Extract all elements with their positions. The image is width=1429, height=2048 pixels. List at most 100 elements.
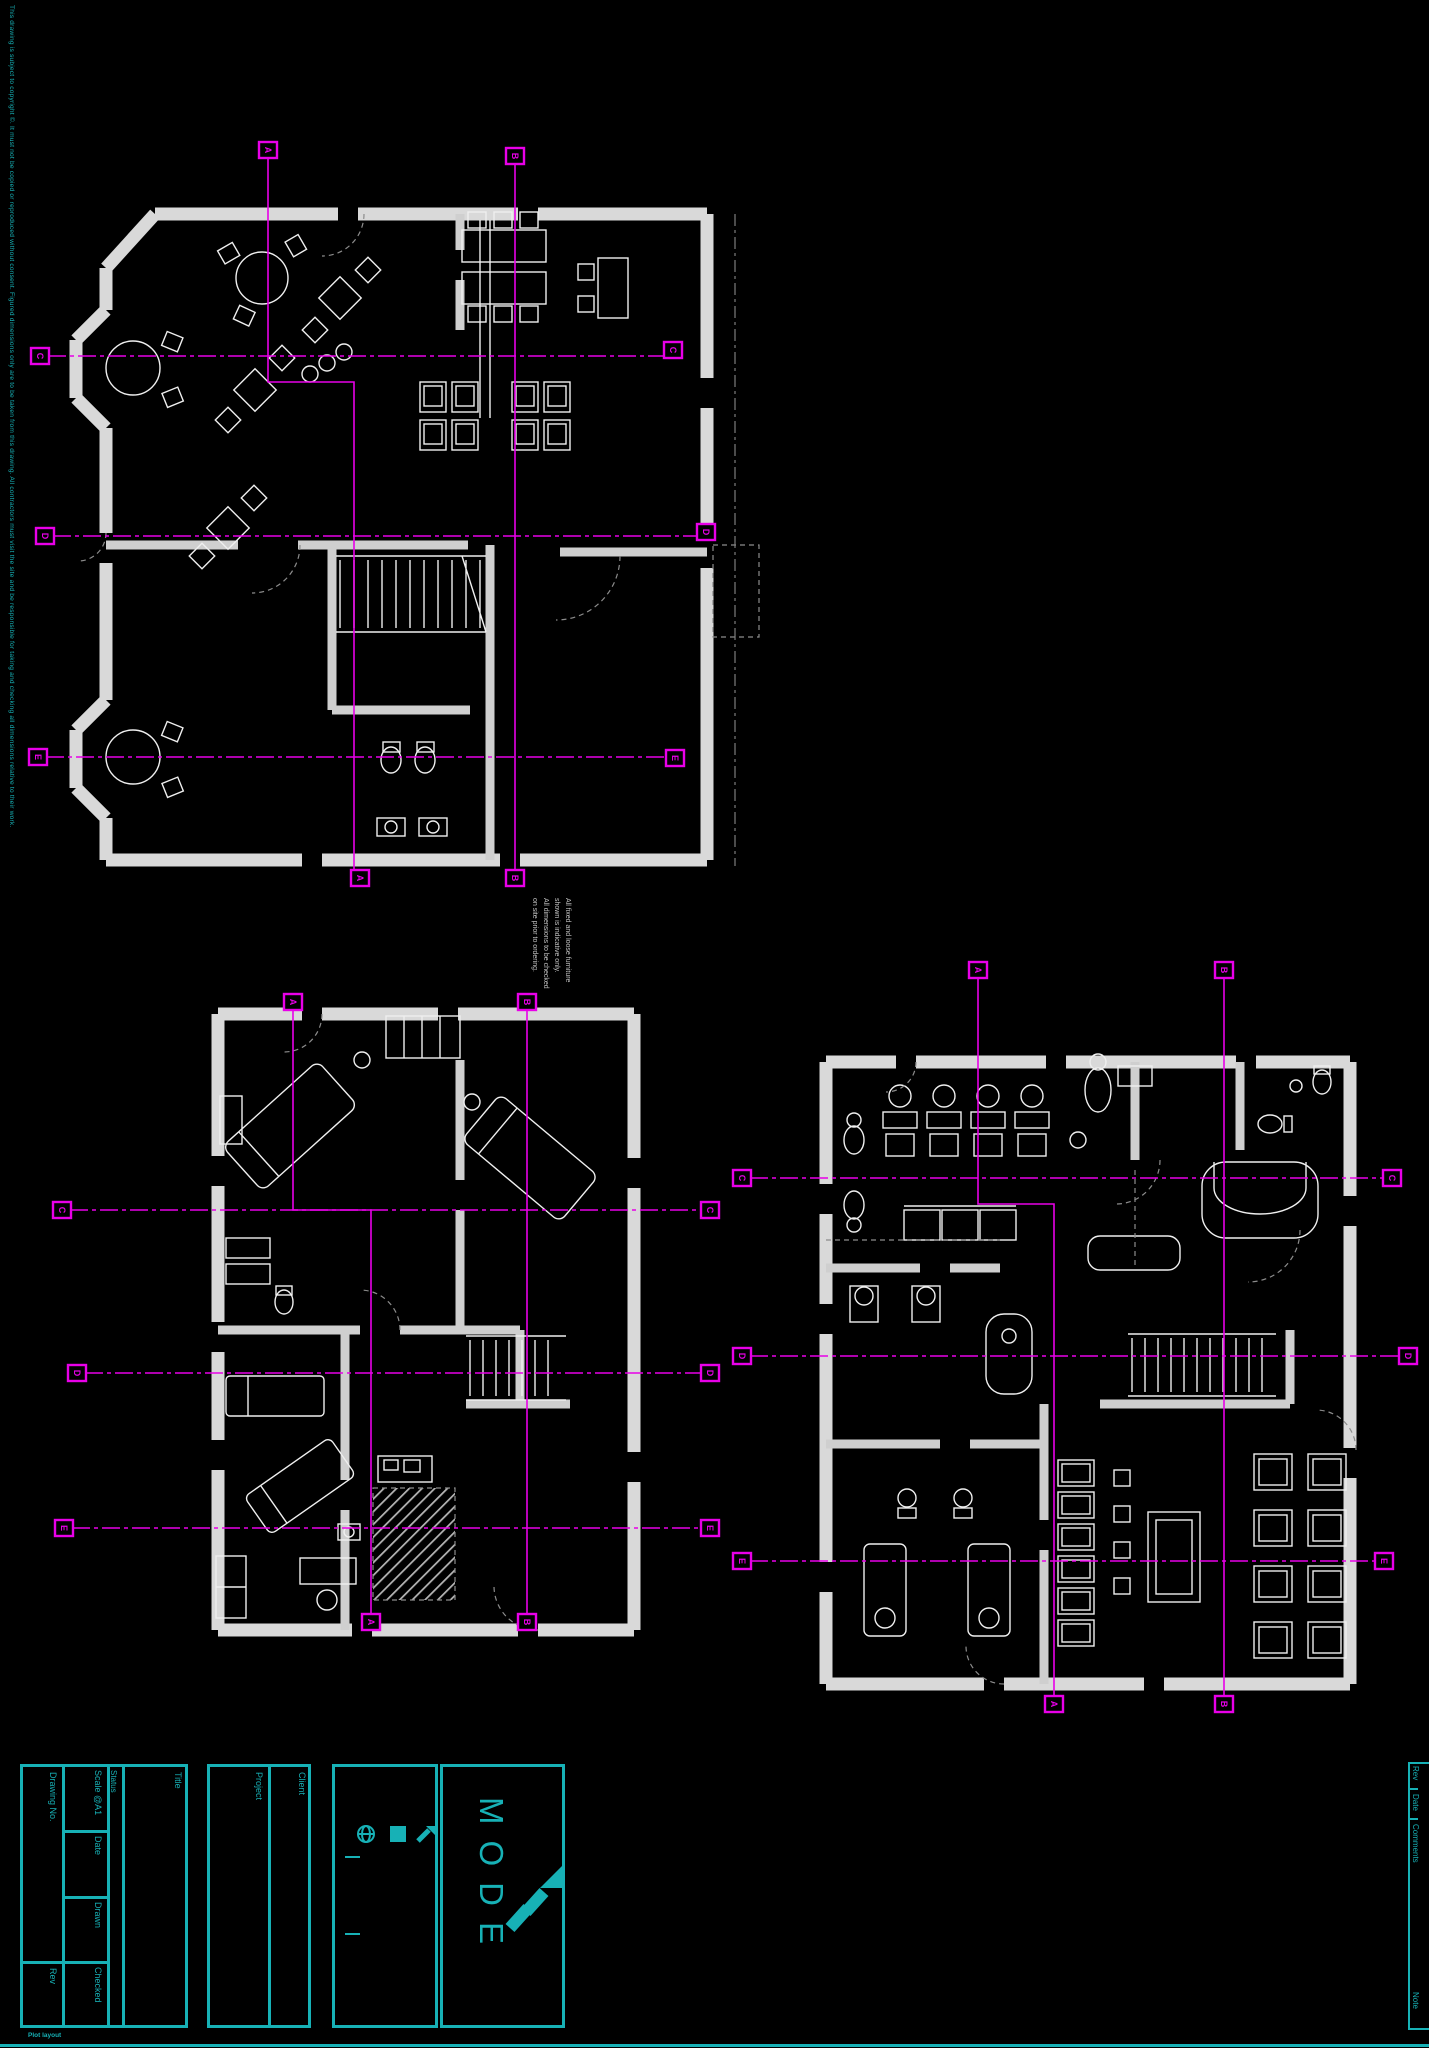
svg-text:B: B — [510, 875, 520, 882]
titleblock-box-contact — [332, 1764, 438, 2028]
mode-logo-emblem — [505, 1866, 562, 1933]
grid-bubble: D — [34, 526, 56, 546]
client-label: Client — [297, 1772, 307, 1796]
phone-icon — [416, 1826, 438, 1843]
svg-text:A: A — [973, 967, 983, 974]
titleblock-box-info — [20, 1764, 188, 2028]
door-swings — [77, 213, 760, 638]
second-floor-plan: A A B B C C D D E E — [731, 960, 1419, 1714]
svg-text:D: D — [40, 533, 50, 540]
comments-col-label: Comments — [1411, 1824, 1420, 1863]
grid-bubble: E — [1373, 1551, 1395, 1571]
armchair-clusters — [419, 381, 571, 451]
svg-text:E: E — [33, 754, 43, 760]
svg-text:C: C — [737, 1175, 747, 1182]
grid-bubble: A — [282, 992, 304, 1012]
grid-bubble: B — [504, 146, 526, 166]
grid-bubble: A — [349, 868, 371, 888]
contact-detail-line — [345, 1856, 360, 1858]
cafe-round-tables — [105, 233, 308, 799]
drawn-label: Drawn — [93, 1902, 103, 1929]
svg-text:C: C — [57, 1207, 67, 1214]
grid-bubble: C — [731, 1168, 753, 1188]
svg-text:on site prior to ordering.: on site prior to ordering. — [531, 898, 538, 972]
svg-text:All dimensions to be checked: All dimensions to be checked — [542, 898, 549, 989]
date-col-label: Date — [1411, 1794, 1420, 1811]
rev-col-label: Rev — [1411, 1766, 1420, 1781]
grid-bubble: A — [360, 1612, 382, 1632]
dining-tables — [461, 211, 629, 323]
grid-bubble: D — [66, 1363, 88, 1383]
grid-bubble: C — [29, 346, 51, 366]
svg-text:All fixed and loose furniture: All fixed and loose furniture — [564, 898, 571, 983]
bedroom-furniture — [215, 1015, 596, 1619]
project-label: Project — [254, 1772, 264, 1801]
svg-text:B: B — [1219, 1701, 1229, 1708]
svg-text:C: C — [1387, 1175, 1397, 1182]
grid-bubble: E — [699, 1518, 721, 1538]
note-label: Note — [1411, 1992, 1420, 2009]
svg-text:E: E — [59, 1525, 69, 1531]
svg-text:E: E — [670, 755, 680, 761]
grid-lines-p1 — [46, 158, 696, 870]
plan-note: All fixed and loose furniture shown is i… — [531, 898, 571, 989]
grid-bubble: B — [1213, 960, 1235, 980]
footer-label: Plot layout — [28, 2032, 62, 2039]
grid-bubble: B — [516, 992, 538, 1012]
grid-bubble: C — [662, 340, 684, 360]
wc-fixtures — [376, 741, 448, 837]
svg-text:B: B — [1219, 967, 1229, 974]
copyright-note: This drawing is subject to copyright ©. … — [8, 5, 15, 828]
grid-bubble: C — [1381, 1168, 1403, 1188]
hatched-void — [372, 1487, 456, 1601]
bar-counter — [301, 220, 491, 418]
globe-icon — [357, 1825, 375, 1843]
grid-bubble: C — [699, 1200, 721, 1220]
grid-bubble: E — [27, 747, 49, 767]
svg-text:A: A — [355, 875, 365, 882]
svg-text:D: D — [72, 1370, 82, 1377]
grid-bubble: E — [731, 1551, 753, 1571]
title-label: Title — [173, 1772, 183, 1789]
door-swings-p2 — [283, 1013, 539, 1631]
grid-bubble: E — [664, 748, 686, 768]
svg-text:B: B — [522, 1619, 532, 1626]
svg-text:A: A — [263, 147, 273, 154]
svg-text:E: E — [737, 1558, 747, 1564]
titleblock-box-logo — [440, 1764, 565, 2028]
contact-icons — [357, 1825, 438, 1843]
grid-bubble: C — [51, 1200, 73, 1220]
salon-furniture — [843, 1053, 1347, 1659]
svg-text:E: E — [705, 1525, 715, 1531]
svg-text:B: B — [510, 153, 520, 160]
grid-bubble: D — [699, 1363, 721, 1383]
door-swings-p3 — [826, 1061, 1357, 1685]
svg-text:A: A — [288, 999, 298, 1006]
grid-bubble: D — [695, 522, 717, 542]
grid-bubble: B — [516, 1612, 538, 1632]
svg-text:A: A — [366, 1619, 376, 1626]
svg-text:D: D — [1403, 1353, 1413, 1360]
grid-lines-p2 — [70, 1010, 702, 1614]
cafe-diamond-tables — [188, 256, 382, 570]
svg-text:D: D — [737, 1353, 747, 1360]
contact-detail-line — [345, 1933, 360, 1935]
grid-bubble: A — [257, 140, 279, 160]
svg-text:C: C — [668, 347, 678, 354]
grid-lines-p3 — [750, 978, 1400, 1696]
svg-text:A: A — [1049, 1701, 1059, 1708]
grid-bubble: E — [53, 1518, 75, 1538]
svg-text:C: C — [35, 353, 45, 360]
grid-bubble: B — [504, 868, 526, 888]
svg-text:D: D — [701, 529, 711, 536]
grid-bubble: A — [967, 960, 989, 980]
svg-text:D: D — [705, 1370, 715, 1377]
grid-bubble: B — [1213, 1694, 1235, 1714]
grid-bubble: A — [1043, 1694, 1065, 1714]
first-floor-plan: A A B B C C D D E E — [51, 992, 721, 1637]
checked-label: Checked — [93, 1967, 103, 2003]
ground-floor-plan: A A B B C C D D E E — [27, 140, 760, 888]
mail-icon — [390, 1826, 406, 1842]
